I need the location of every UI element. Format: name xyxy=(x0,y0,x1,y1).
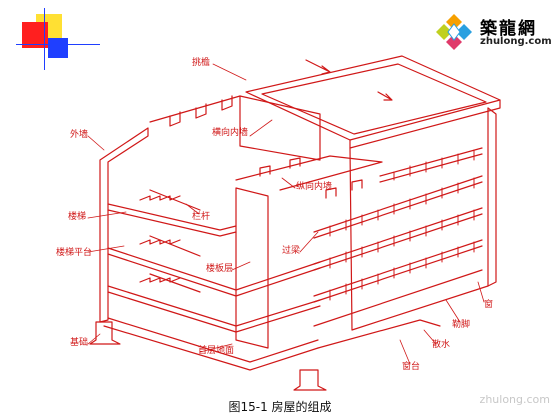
cross-wall-upper xyxy=(239,95,321,161)
deco-red-square xyxy=(22,22,48,48)
label-skirting: 勒脚 xyxy=(452,320,471,330)
apron xyxy=(317,319,441,349)
logo-url: zhulong.com xyxy=(480,36,552,47)
label-parapet: 挑檐 xyxy=(192,58,211,68)
exterior-wall-left xyxy=(99,127,149,323)
label-sill: 窗台 xyxy=(402,362,421,372)
deco-blue-square xyxy=(48,38,68,58)
facade-outline xyxy=(349,107,489,331)
logo-diamond-icon xyxy=(436,14,472,50)
window-rows xyxy=(313,147,483,327)
stair-flight-1 xyxy=(139,195,181,201)
label-railing: 栏杆 xyxy=(192,212,211,222)
floor-slab-3 xyxy=(107,203,237,237)
label-floor-slab: 楼板层 xyxy=(206,264,234,274)
cross-wall-mid xyxy=(235,187,269,349)
leader-lines xyxy=(87,63,485,365)
label-cross-wall: 横向内墙 xyxy=(212,128,249,138)
ground-floor-slab xyxy=(103,317,319,371)
label-stair-landing: 楼梯平台 xyxy=(56,248,93,258)
corner-decoration xyxy=(0,0,120,80)
watermark: zhulong.com xyxy=(479,393,550,406)
stair-railing xyxy=(149,189,201,293)
facade-right-edge xyxy=(487,107,497,287)
label-foundation: 基础 xyxy=(70,338,89,348)
floor-slab-1 xyxy=(107,285,321,333)
zhulong-logo: 築龍網 zhulong.com xyxy=(432,12,552,52)
foundation-right xyxy=(293,369,327,391)
floor-slab-2 xyxy=(107,247,321,297)
label-exterior-wall: 外墙 xyxy=(70,130,89,140)
label-ground-floor: 首层地面 xyxy=(198,346,235,356)
long-wall-battlements xyxy=(259,157,363,199)
roof-arrow-2 xyxy=(377,91,393,101)
wall-top-battlements xyxy=(149,95,241,127)
foundation-left xyxy=(89,321,121,345)
deco-vline xyxy=(44,8,45,70)
label-lintel: 过梁 xyxy=(282,246,301,256)
longitudinal-wall xyxy=(235,155,383,191)
label-apron: 散水 xyxy=(432,340,451,350)
roof-arrow xyxy=(305,59,331,75)
roof-inner xyxy=(261,63,487,135)
figure-caption: 图15-1 房屋的组成 xyxy=(228,400,332,414)
roof-edge xyxy=(349,99,501,149)
stair-flight-2 xyxy=(139,239,181,245)
logo-name: 築龍網 xyxy=(480,19,537,39)
roof-slab xyxy=(245,55,501,141)
label-window: 窗 xyxy=(484,300,494,310)
window-mullions xyxy=(329,149,475,301)
label-long-wall: 纵向内墙 xyxy=(296,182,333,192)
label-stair: 楼梯 xyxy=(68,212,87,222)
deco-hline xyxy=(16,44,100,45)
stair-flight-3 xyxy=(139,277,181,283)
